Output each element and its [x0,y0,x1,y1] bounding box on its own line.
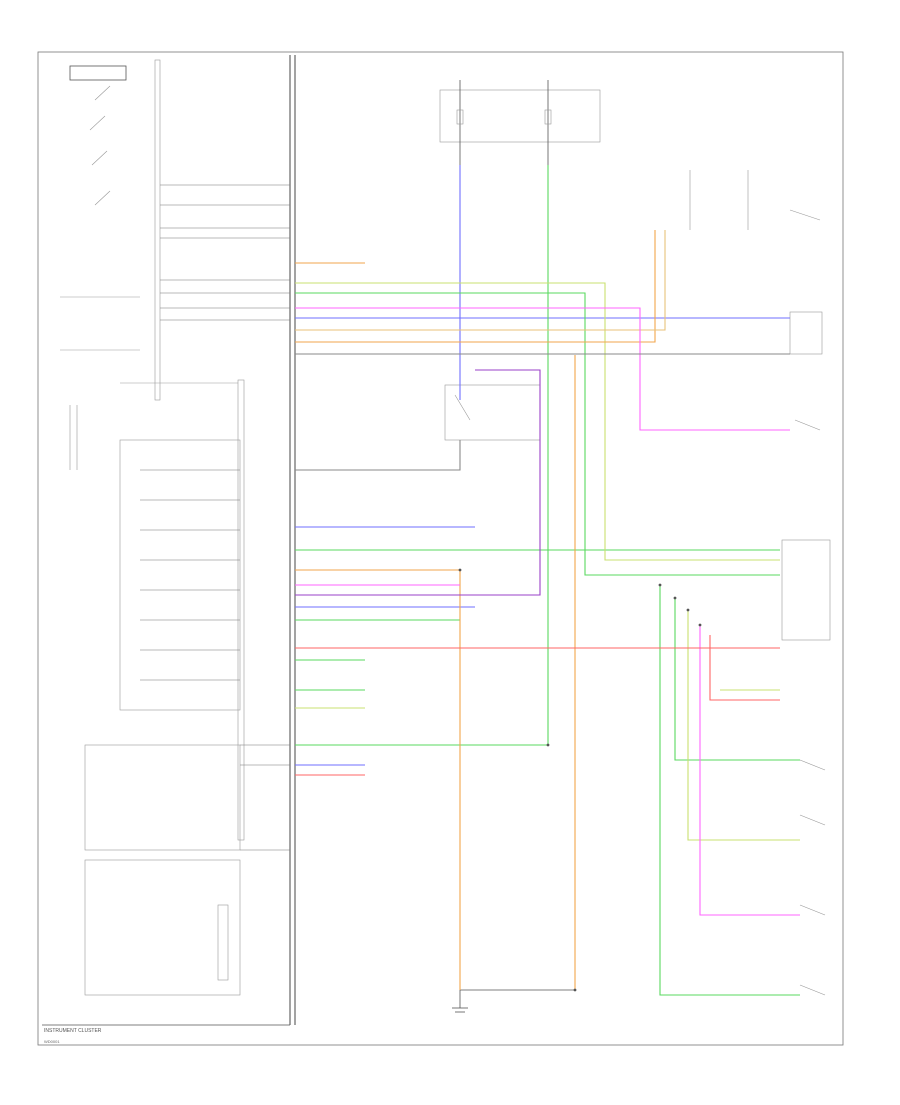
diagram-frame [37,51,844,1046]
instrument-cluster-block: INSTRUMENT CLUSTER WD0001 [42,55,296,1044]
wires [295,165,800,996]
page-ref: WD0001 [44,1039,60,1044]
cluster-title: INSTRUMENT CLUSTER [44,1028,102,1034]
ground-point [452,989,575,1013]
right-components [689,170,831,996]
mid-module [444,384,541,441]
junction-dots [458,568,702,992]
fuse-block [439,80,601,165]
warning-lamp-box [69,65,127,81]
